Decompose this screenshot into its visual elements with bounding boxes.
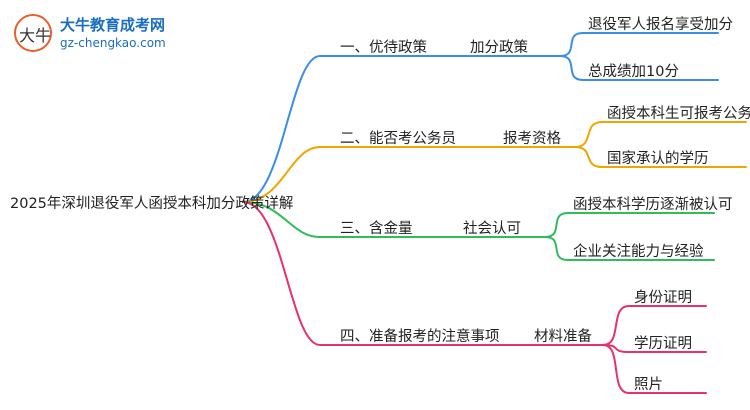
connector-leaf-1-1 (559, 32, 719, 57)
root-topic: 2025年深圳退役军人函授本科加分政策详解 (10, 196, 294, 212)
branch-label-3: 三、含金量 (340, 221, 413, 237)
branch-label-4: 四、准备报考的注意事项 (340, 329, 500, 345)
connector-branch-1 (242, 55, 471, 203)
leaf-label-4-2: 学历证明 (634, 336, 692, 352)
branch-label-2: 二、能否考公务员 (340, 131, 456, 147)
leaf-label-4-1: 身份证明 (634, 290, 692, 306)
leaf-label-1-2: 总成绩加10分 (588, 64, 679, 80)
leaf-label-1-1: 退役军人报名享受加分 (588, 17, 733, 33)
leaf-label-4-3: 照片 (634, 377, 663, 393)
logo-glyph: 大牛 (18, 26, 51, 45)
connector-leaf-4-3 (602, 344, 707, 394)
logo-site-url: gz-chengkao.com (60, 36, 166, 50)
branch-label-1: 一、优待政策 (340, 40, 427, 56)
logo-emblem-icon: 大牛 (14, 14, 52, 52)
connector-leaf-3-1 (544, 212, 715, 238)
connector-leaf-2-2 (574, 146, 747, 168)
leaf-label-2-1: 函授本科生可报考公务员 (607, 106, 750, 122)
connector-leaf-2-1 (574, 121, 747, 148)
connector-leaf-3-2 (544, 236, 715, 261)
connector-leaf-1-2 (559, 55, 719, 81)
connector-branch-4 (242, 201, 521, 346)
leaf-label-3-2: 企业关注能力与经验 (573, 244, 704, 260)
leaf-label-3-1: 函授本科学历逐渐被认可 (573, 197, 733, 213)
sub-label-4: 材料准备 (534, 329, 592, 345)
watermark-logo: 大牛 大牛教育成考网 gz-chengkao.com (8, 8, 208, 56)
sub-label-3: 社会认可 (463, 221, 521, 237)
connector-leaf-4-1 (602, 305, 707, 346)
connector-branch-3 (242, 201, 461, 238)
sub-label-1: 加分政策 (470, 40, 528, 56)
connector-branch-2 (242, 146, 491, 203)
sub-label-2: 报考资格 (503, 131, 561, 147)
logo-site-name: 大牛教育成考网 (60, 16, 166, 34)
leaf-label-2-2: 国家承认的学历 (607, 151, 709, 167)
